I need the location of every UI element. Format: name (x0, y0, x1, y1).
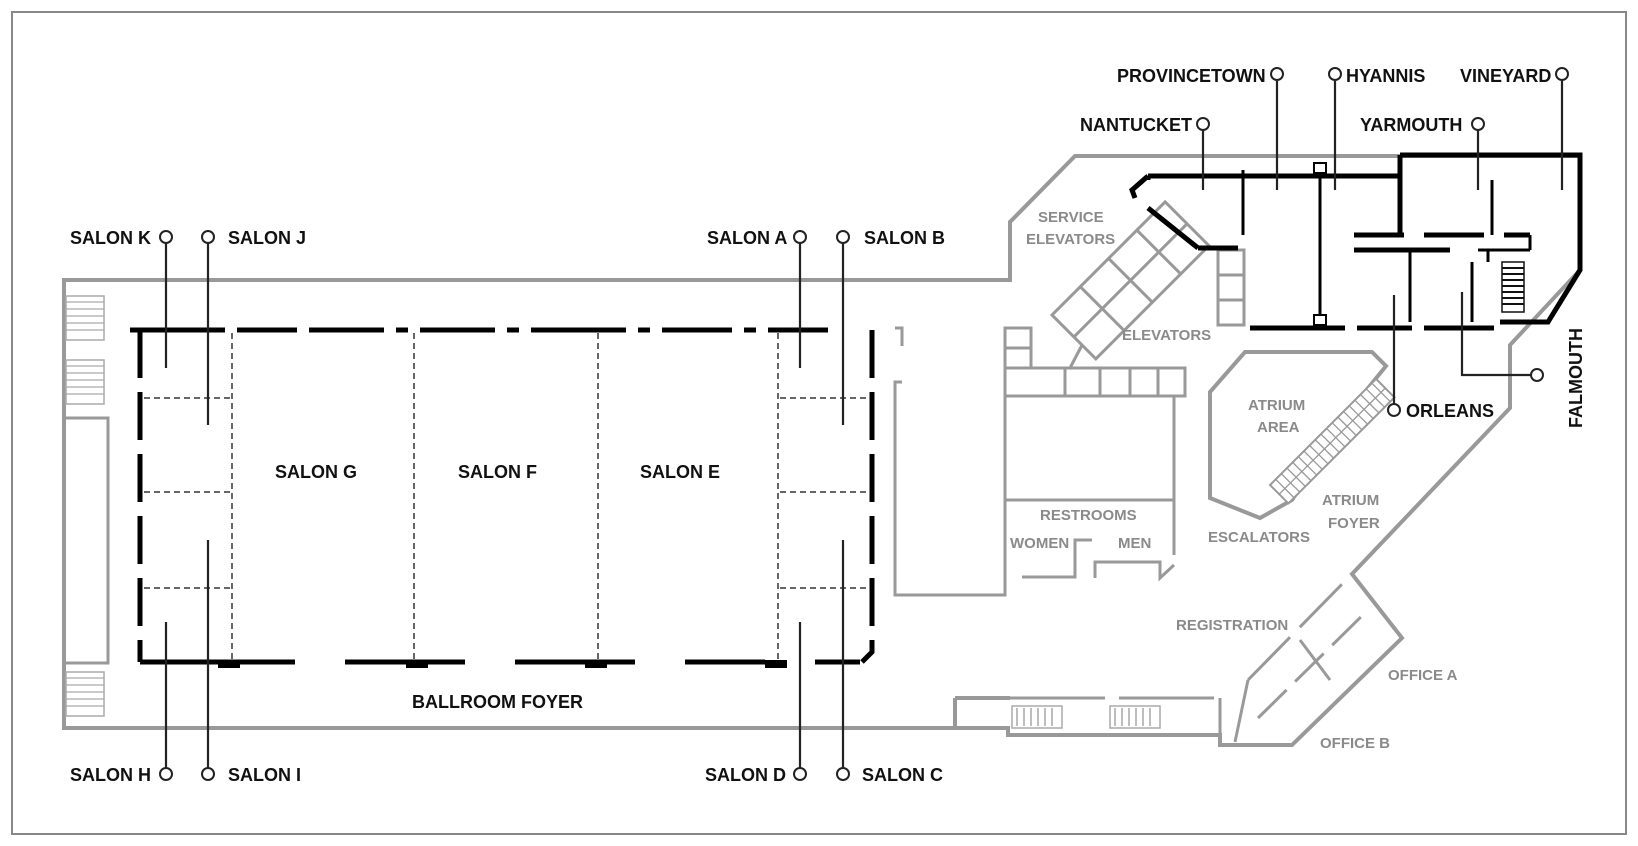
label-registration: REGISTRATION (1176, 617, 1288, 634)
label-atrium-foyer-1: ATRIUM (1322, 492, 1379, 509)
label-salon-c: SALON C (862, 765, 943, 785)
ballroom-walls (130, 327, 875, 668)
label-office-a: OFFICE A (1388, 667, 1458, 684)
label-ballroom-foyer: BALLROOM FOYER (412, 692, 583, 712)
room-markers (159, 67, 1569, 781)
partitions (144, 333, 868, 660)
map-frame (11, 11, 1627, 835)
building-outline (62, 154, 1582, 747)
label-elevators: ELEVATORS (1122, 327, 1211, 344)
label-yarmouth: YARMOUTH (1360, 115, 1462, 135)
label-service-elevators-1: SERVICE (1038, 209, 1104, 226)
service-elevators-block (1049, 199, 1212, 361)
label-vineyard: VINEYARD (1460, 66, 1551, 86)
atrium (1208, 350, 1396, 521)
label-service-elevators-2: ELEVATORS (1026, 231, 1115, 248)
label-salon-e: SALON E (640, 462, 720, 482)
registration-offices (1256, 608, 1370, 720)
label-provincetown: PROVINCETOWN (1117, 66, 1266, 86)
label-atrium-foyer-2: FOYER (1328, 515, 1380, 532)
label-salon-j: SALON J (228, 228, 306, 248)
label-office-b: OFFICE B (1320, 735, 1390, 752)
label-orleans: ORLEANS (1406, 401, 1494, 421)
label-salon-k: SALON K (70, 228, 151, 248)
label-salon-b: SALON B (864, 228, 945, 248)
label-restrooms: RESTROOMS (1040, 507, 1137, 524)
label-salon-f: SALON F (458, 462, 537, 482)
label-atrium-area-2: AREA (1257, 419, 1300, 436)
label-falmouth: FALMOUTH (1566, 328, 1586, 428)
label-nantucket: NANTUCKET (1080, 115, 1192, 135)
label-salon-a: SALON A (707, 228, 787, 248)
label-salon-g: SALON G (275, 462, 357, 482)
label-salon-h: SALON H (70, 765, 151, 785)
stairs (65, 261, 1525, 729)
leader-lines (164, 81, 1564, 768)
label-salon-i: SALON I (228, 765, 301, 785)
label-atrium-area-1: ATRIUM (1248, 397, 1305, 414)
label-women: WOMEN (1010, 535, 1069, 552)
label-salon-d: SALON D (705, 765, 786, 785)
label-hyannis: HYANNIS (1346, 66, 1425, 86)
core-area (1003, 326, 1187, 582)
label-escalators: ESCALATORS (1208, 529, 1310, 546)
meeting-room-walls (1129, 152, 1583, 331)
label-men: MEN (1118, 535, 1151, 552)
